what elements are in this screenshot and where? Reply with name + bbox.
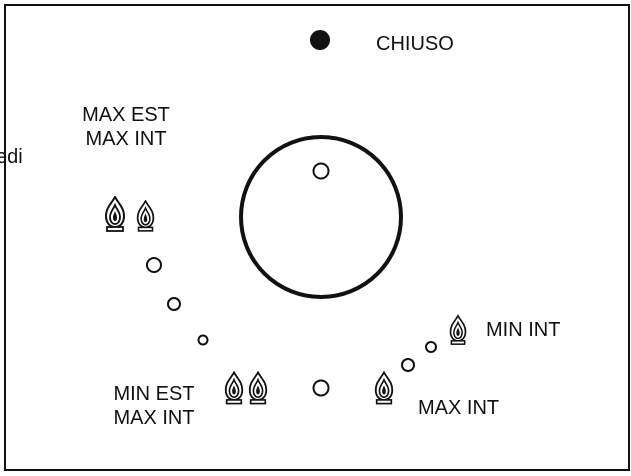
position-dot-right-1-icon bbox=[401, 358, 415, 372]
min-est-label: MIN EST bbox=[113, 383, 195, 405]
position-dot-right-2-icon bbox=[425, 341, 437, 353]
cut-text-label: edi bbox=[0, 146, 23, 168]
position-dot-left-3-icon bbox=[197, 334, 209, 346]
flame-icon-max-est-right bbox=[136, 200, 155, 232]
closed-label: CHIUSO bbox=[376, 33, 454, 55]
position-dot-left-1-icon bbox=[146, 257, 162, 273]
knob-indicator-icon bbox=[312, 162, 330, 180]
max-int-right-label: MAX INT bbox=[418, 397, 500, 419]
outer-frame bbox=[4, 4, 630, 471]
position-dot-bottom-icon bbox=[312, 379, 330, 397]
min-int-label: MIN INT bbox=[486, 319, 561, 341]
max-int-top-label: MAX INT bbox=[85, 128, 167, 150]
max-int-bottom-left-label: MAX INT bbox=[113, 407, 195, 429]
flame-icon-min-est-right bbox=[248, 371, 268, 405]
flame-icon-min-int bbox=[449, 314, 467, 346]
flame-icon-max-int-right bbox=[374, 371, 394, 405]
knob-circle[interactable] bbox=[239, 135, 403, 299]
flame-icon-max-est-left bbox=[105, 196, 125, 232]
closed-dot-icon bbox=[310, 30, 330, 50]
position-dot-left-2-icon bbox=[167, 297, 181, 311]
max-est-label: MAX EST bbox=[82, 104, 170, 126]
flame-icon-min-est-left bbox=[224, 371, 244, 405]
